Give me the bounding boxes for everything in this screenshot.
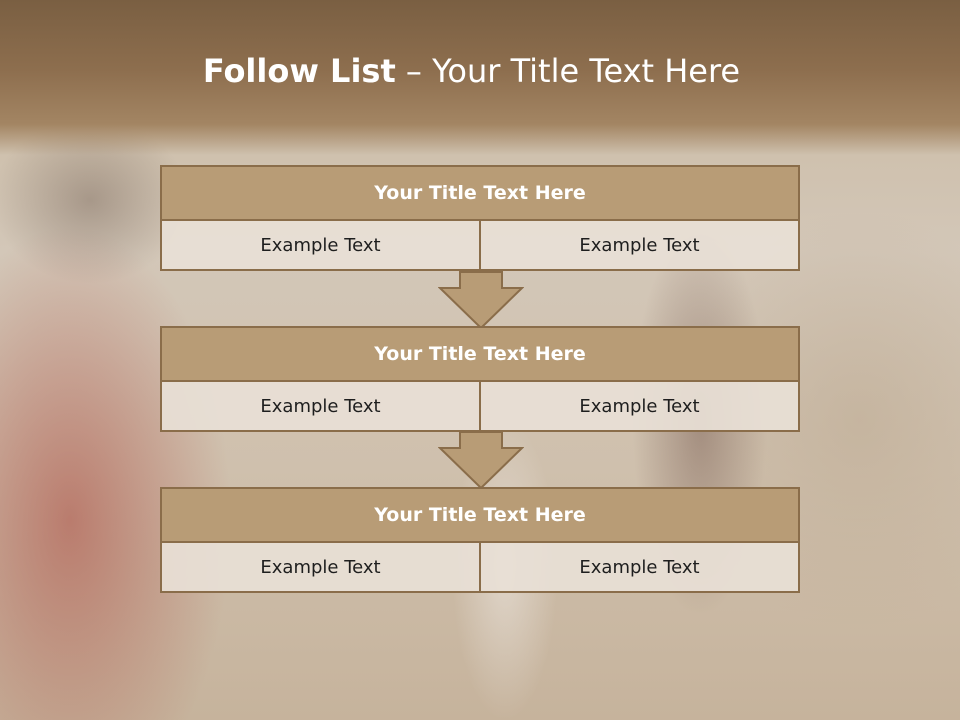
follow-block-cell-left: Example Text xyxy=(160,382,479,432)
follow-block-row: Example Text Example Text xyxy=(160,543,800,593)
slide-title-bold: Follow List xyxy=(202,52,396,90)
follow-block-cell-left: Example Text xyxy=(160,543,479,593)
follow-block-cell-right: Example Text xyxy=(479,543,800,593)
follow-block-2: Your Title Text Here Example Text Exampl… xyxy=(160,326,800,432)
follow-block-row: Example Text Example Text xyxy=(160,382,800,432)
follow-block-header: Your Title Text Here xyxy=(160,165,800,221)
down-arrow-icon xyxy=(438,431,524,490)
follow-block-header: Your Title Text Here xyxy=(160,326,800,382)
down-arrow-icon xyxy=(438,271,524,330)
slide-title-rest: – Your Title Text Here xyxy=(395,52,741,90)
follow-block-cell-right: Example Text xyxy=(479,221,800,271)
follow-block-3: Your Title Text Here Example Text Exampl… xyxy=(160,487,800,593)
follow-block-header: Your Title Text Here xyxy=(160,487,800,543)
title-band xyxy=(0,0,960,155)
follow-block-1: Your Title Text Here Example Text Exampl… xyxy=(160,165,800,271)
follow-block-cell-left: Example Text xyxy=(160,221,479,271)
follow-block-row: Example Text Example Text xyxy=(160,221,800,271)
slide-title: Follow List – Your Title Text Here xyxy=(0,52,943,90)
follow-block-cell-right: Example Text xyxy=(479,382,800,432)
